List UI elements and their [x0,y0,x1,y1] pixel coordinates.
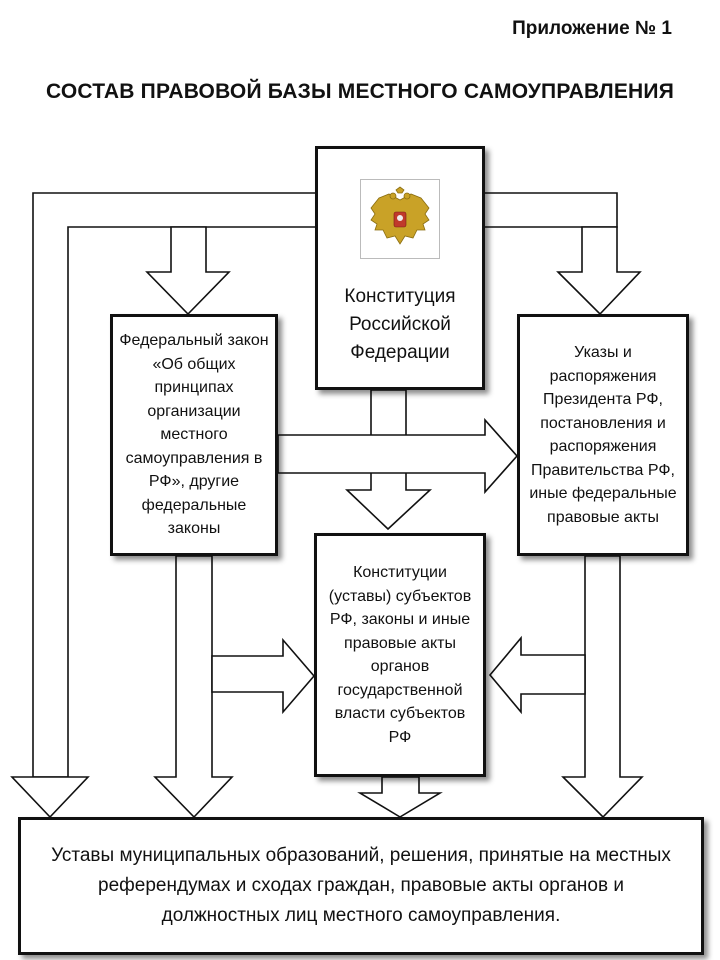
coat-of-arms-emblem-icon [360,179,440,259]
federal-law-label: Федеральный закон «Об общих принципах ор… [119,332,269,538]
constitution-box: Конституция Российской Федерации [315,146,485,390]
municipal-acts-box: Уставы муниципальных образований, решени… [18,817,704,955]
constitution-label: Конституция Российской Федерации [344,286,456,363]
municipal-acts-label: Уставы муниципальных образований, решени… [51,845,671,926]
arrow-to-federal [145,226,231,316]
regional-acts-box: Конституции (уставы) субъектов РФ, закон… [314,533,486,777]
president-acts-box: Указы и распоряжения Президента РФ, пост… [517,314,689,556]
federal-law-box: Федеральный закон «Об общих принципах ор… [110,314,278,556]
arrow-federal-to-regional [211,637,316,715]
regional-acts-label: Конституции (уставы) субъектов РФ, закон… [328,564,472,746]
arrow-regional-to-municipal [357,776,443,818]
arrow-federal-to-president [277,417,519,495]
far-left-arrow [10,776,90,819]
federal-column-arrow [153,555,234,819]
president-column-arrow [561,555,644,819]
appendix-label: Приложение № 1 [512,18,672,39]
arrow-president-to-regional [488,635,586,715]
president-acts-label: Указы и распоряжения Президента РФ, пост… [529,344,677,526]
page-title: СОСТАВ ПРАВОВОЙ БАЗЫ МЕСТНОГО САМОУПРАВЛ… [45,80,674,103]
arrow-to-president [556,226,642,316]
